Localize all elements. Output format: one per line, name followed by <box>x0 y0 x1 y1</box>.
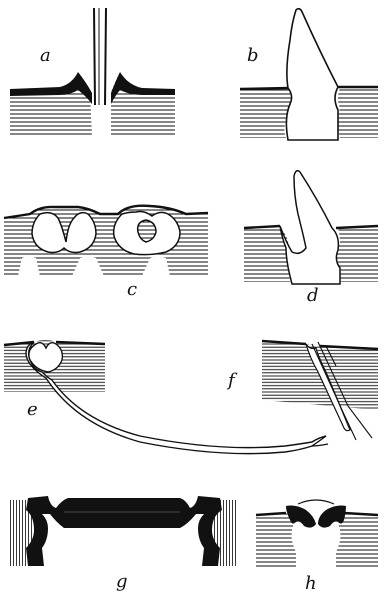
panel-e-label: e <box>27 401 38 419</box>
panel-b-flap <box>286 9 338 140</box>
panel-a-label: a <box>40 47 51 65</box>
panel-b-label: b <box>247 47 259 65</box>
panel-h-surface <box>256 513 378 515</box>
panel-f <box>262 341 378 440</box>
panel-f-label: f <box>228 372 235 390</box>
panel-h-label: h <box>305 575 317 593</box>
panel-g-implant <box>26 496 222 566</box>
panel-h-bridge <box>298 500 334 504</box>
panel-c <box>4 206 208 276</box>
panel-d-tissue-right <box>336 226 378 282</box>
panel-h-tissue-left <box>256 513 296 568</box>
panel-c-label: c <box>127 281 137 299</box>
panel-g-label: g <box>116 573 128 591</box>
panel-d-label: d <box>307 287 319 305</box>
panel-g <box>10 496 236 566</box>
panel-a-probe <box>94 8 106 105</box>
panel-b-tissue-left <box>240 88 292 138</box>
panel-h <box>256 500 378 568</box>
panel-d-flap <box>280 171 340 284</box>
panel-b <box>240 9 378 140</box>
panel-d <box>244 171 378 284</box>
panel-b-tissue-right <box>338 88 378 138</box>
panel-a <box>10 8 175 137</box>
